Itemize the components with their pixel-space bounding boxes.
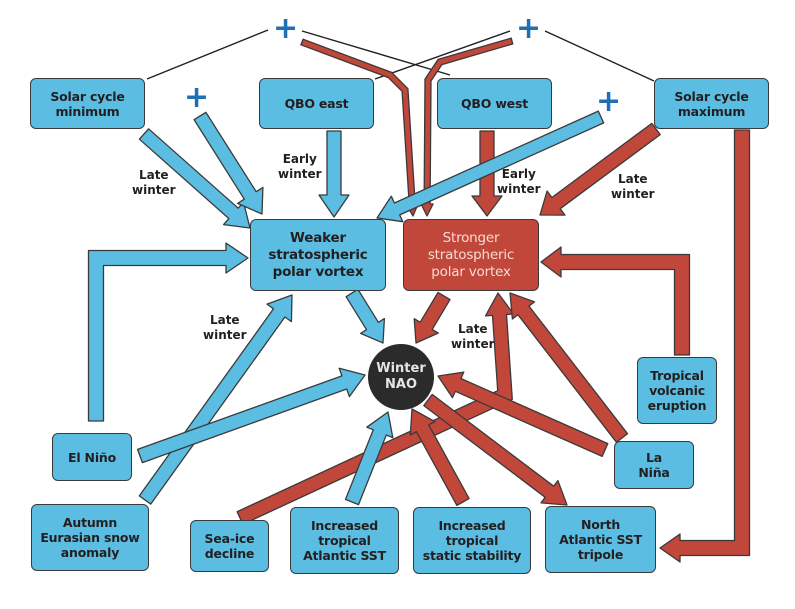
node-weaker-polar-vortex[interactable]: Weaker stratospheric polar vortex <box>250 219 386 291</box>
node-tropical-volcanic-eruption[interactable]: Tropical volcanic eruption <box>637 357 717 424</box>
arrow-plus1-to-stronger-vortex <box>300 38 419 217</box>
arrow-qboeast-to-weaker-vortex <box>318 130 350 218</box>
label-late-winter-sea-ice: Late winter <box>451 322 495 351</box>
node-solar-cycle-maximum[interactable]: Solar cycle maximum <box>654 78 769 129</box>
arrow-staticstab-to-nao <box>409 408 470 507</box>
arrow-weaker-vortex-to-nao <box>345 288 386 344</box>
node-el-nino[interactable]: El Niño <box>52 433 132 481</box>
line-plus2-solarmax <box>544 30 655 82</box>
line-solarmin-plus1 <box>146 29 269 80</box>
node-solar-cycle-minimum[interactable]: Solar cycle minimum <box>30 78 145 129</box>
arrow-plus-qbowest-solarmax-to-weaker-vortex <box>376 110 605 223</box>
label-late-winter-snow: Late winter <box>203 313 247 342</box>
plus-icon-solarmin-qboeast: + <box>184 80 210 115</box>
arrow-solarmin-to-weaker-vortex <box>138 128 251 229</box>
arrow-snow-to-weaker-vortex <box>138 294 293 505</box>
label-late-winter-solar-max: Late winter <box>611 172 655 201</box>
arrow-plus-solarmin-qboeast-to-weaker-vortex <box>193 111 264 215</box>
node-qbo-west[interactable]: QBO west <box>437 78 552 129</box>
line-qboeast-plus2 <box>374 30 511 80</box>
arrow-elnino-to-nao <box>136 367 366 464</box>
plus-icon-qboeast-solarmax: + <box>516 11 542 46</box>
node-qbo-east[interactable]: QBO east <box>259 78 374 129</box>
node-winter-nao[interactable]: Winter NAO <box>368 344 434 410</box>
label-late-winter-solar-min: Late winter <box>132 168 176 197</box>
node-la-nina[interactable]: La Niña <box>614 441 694 489</box>
arrow-lanina-to-nao <box>437 371 609 458</box>
node-tropical-static-stability[interactable]: Increased tropical static stability <box>413 507 531 574</box>
node-stronger-polar-vortex[interactable]: Stronger stratospheric polar vortex <box>403 219 539 291</box>
node-north-atlantic-sst-tripole[interactable]: North Atlantic SST tripole <box>545 506 656 573</box>
label-early-winter-qbo-east: Early winter <box>278 152 322 181</box>
arrow-plus2-to-stronger-vortex <box>420 37 514 217</box>
combination-lines <box>146 29 655 82</box>
arrow-tropsst-to-nao <box>344 411 394 506</box>
arrow-solarmax-to-stronger-vortex <box>539 122 661 216</box>
arrow-elnino-up-to-weaker-vortex <box>87 242 249 422</box>
label-early-winter-qbo-west: Early winter <box>497 167 541 196</box>
plus-icon-qbowest-solarmax: + <box>596 84 622 119</box>
arrow-solarmax-to-na-tripole <box>659 129 751 563</box>
node-sea-ice-decline[interactable]: Sea-ice decline <box>190 520 269 572</box>
line-plus1-qbowest <box>301 30 451 76</box>
plus-icon-solarmin-qbowest: + <box>273 11 299 46</box>
arrow-nao-to-tripole <box>423 393 568 506</box>
node-autumn-eurasian-snow[interactable]: Autumn Eurasian snow anomaly <box>31 504 149 571</box>
arrow-lanina-to-stronger-vortex <box>509 292 629 443</box>
arrow-volcanic-to-stronger-vortex <box>540 246 691 356</box>
node-tropical-atlantic-sst[interactable]: Increased tropical Atlantic SST <box>290 507 399 574</box>
arrow-stronger-vortex-to-nao <box>413 291 451 344</box>
